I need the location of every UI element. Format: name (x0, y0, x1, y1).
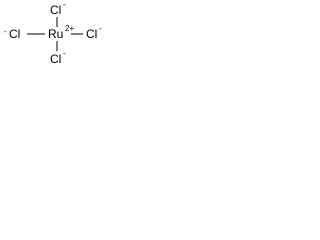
ligand-top-charge: - (63, 0, 66, 9)
structure-diagram: Cl - - Cl Ru 2+ Cl - Cl - (0, 0, 112, 68)
ligand-left-charge: - (4, 27, 7, 36)
ligand-right-charge: - (99, 24, 102, 33)
ligand-left-symbol: Cl (9, 27, 21, 41)
bond-lines (27, 17, 83, 51)
center-atom-symbol: Ru (48, 27, 64, 41)
ligand-top-symbol: Cl (50, 3, 62, 17)
ligand-bottom-charge: - (63, 49, 66, 58)
center-atom-charge: 2+ (65, 24, 75, 33)
ligand-bottom-symbol: Cl (50, 52, 62, 66)
ligand-right-symbol: Cl (86, 27, 98, 41)
